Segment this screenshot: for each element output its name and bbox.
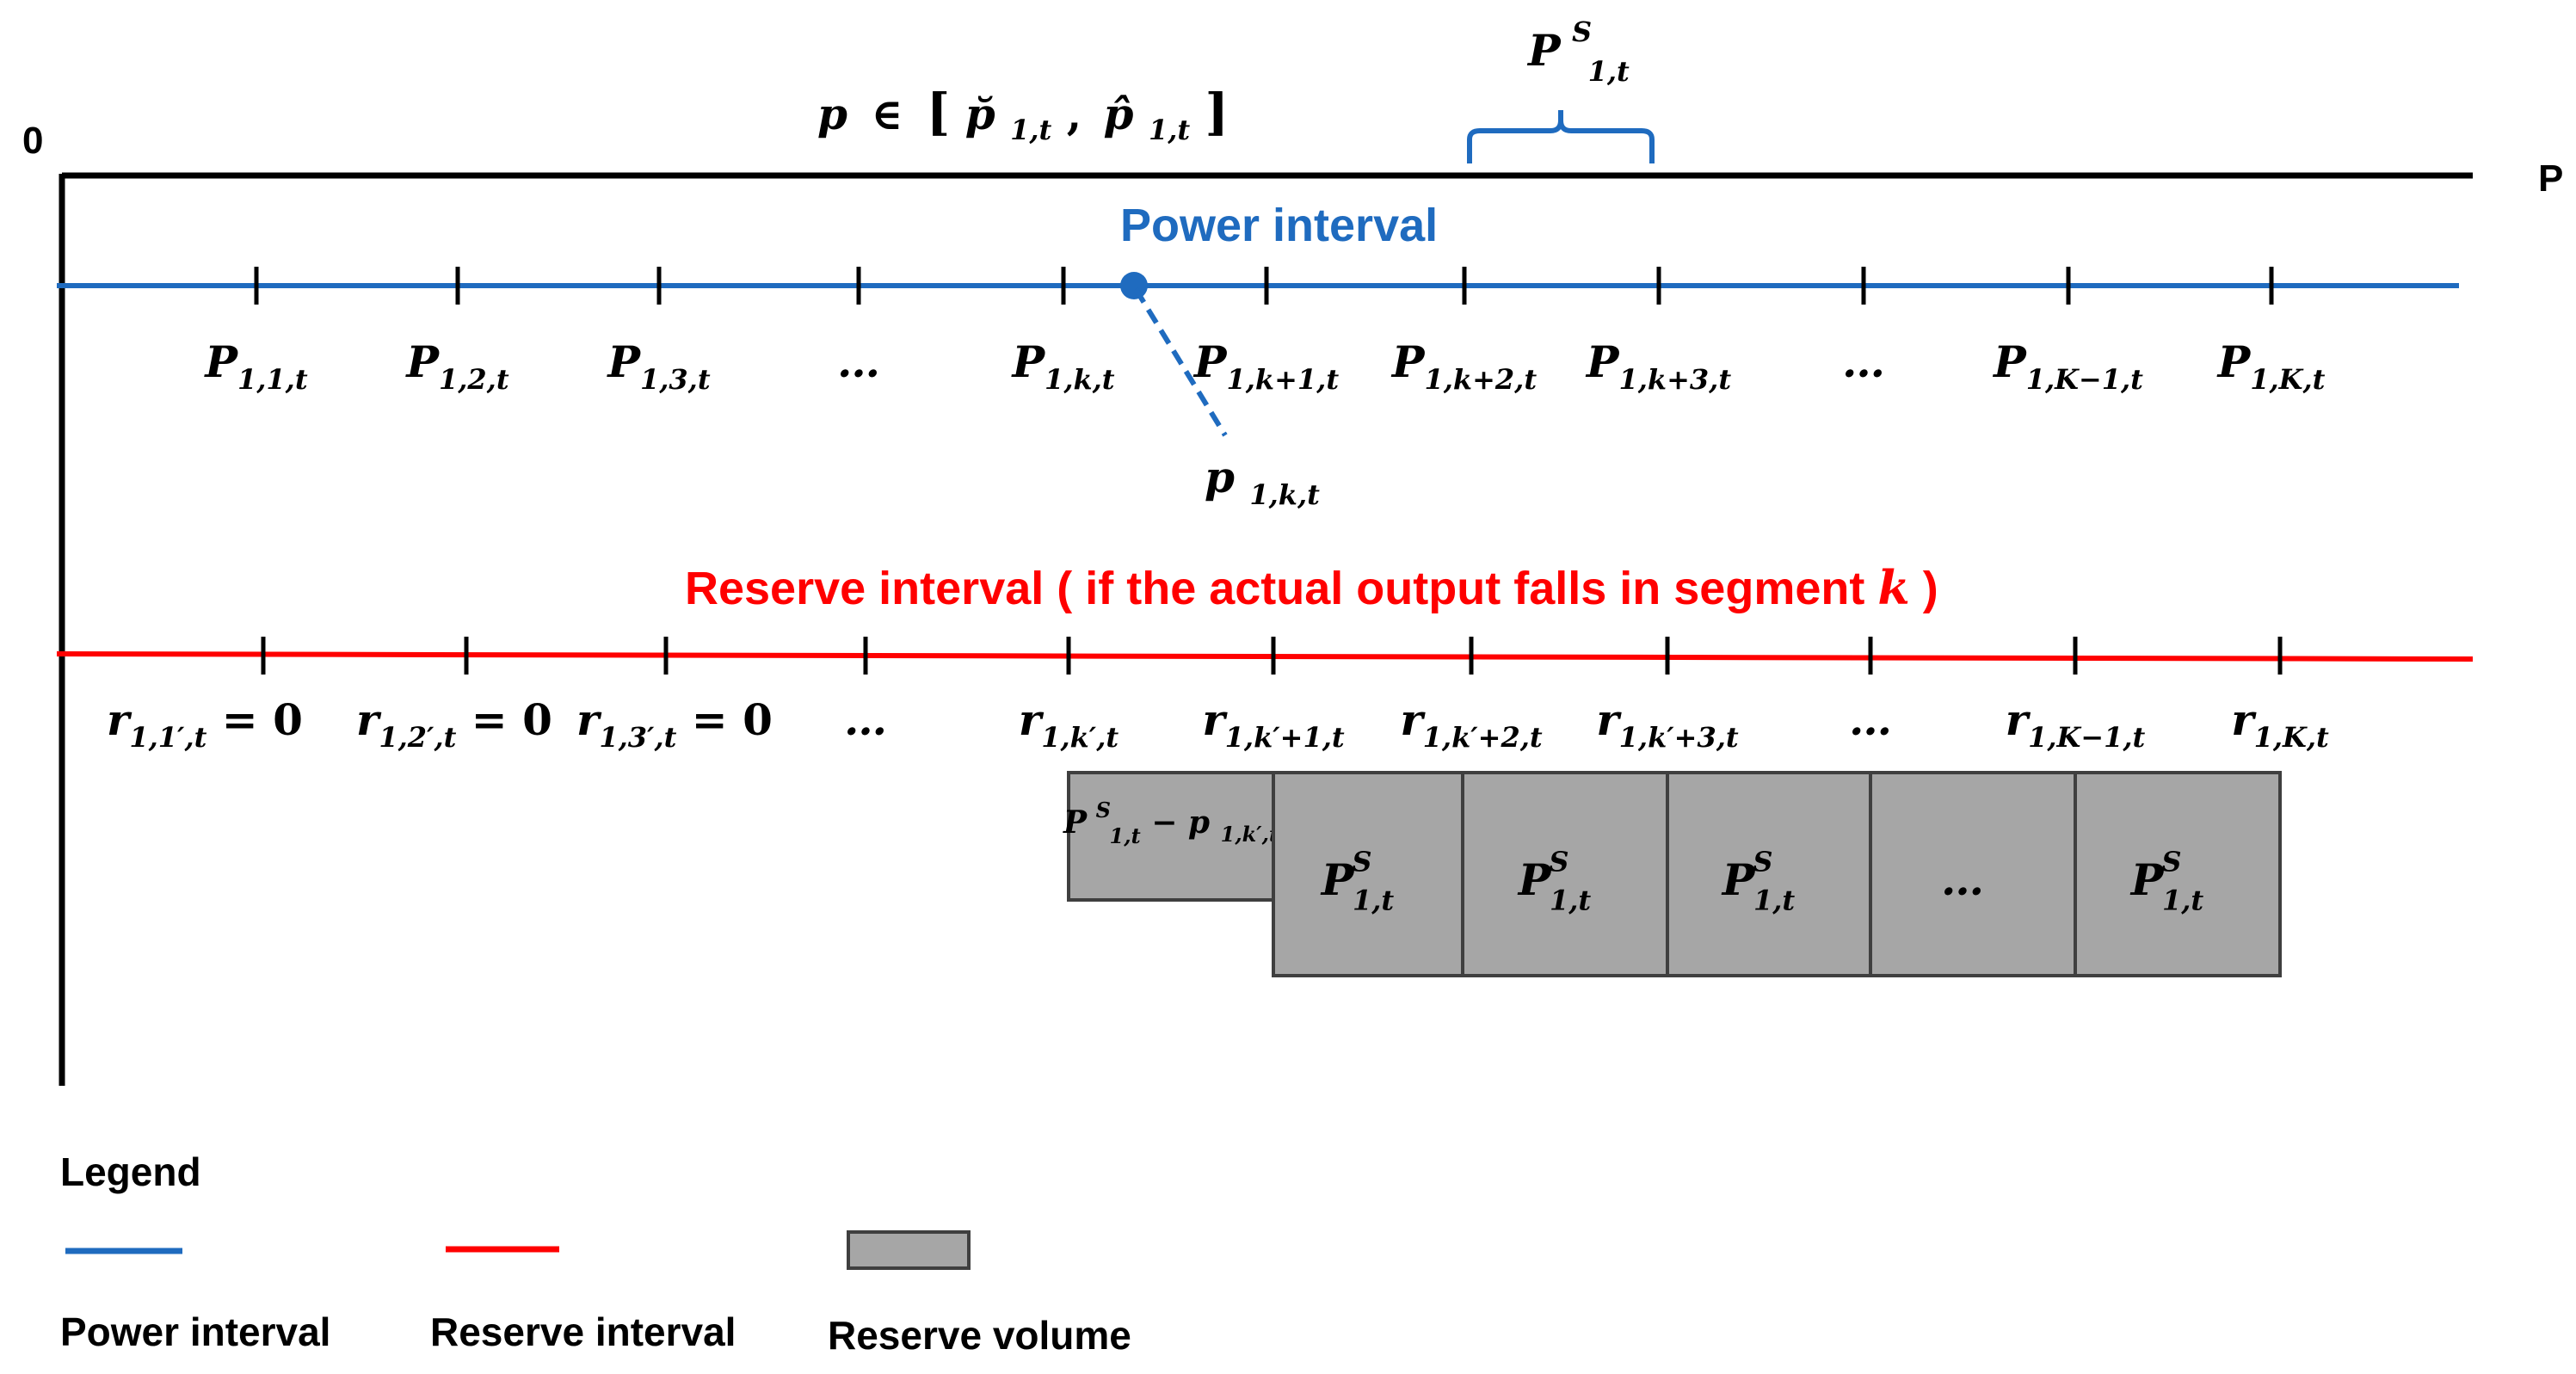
reserve-tick-label: r1,k′+2,t <box>1400 694 1543 754</box>
reserve-interval-line <box>56 651 2474 662</box>
power-tick-label: … <box>837 336 880 387</box>
power-tick-labels: P1,1,t P1,2,t P1,3,t … P1,k,t P1,k+1,t P1,k+2,… <box>203 336 2325 396</box>
reserve-block-cell <box>1869 771 2077 977</box>
reserve-tick-label: r1,k′,t <box>1019 694 1119 754</box>
power-tick-label: P1,k+3,t <box>1585 336 1731 396</box>
reserve-ticks <box>261 637 2283 675</box>
power-range-label: p ∈ [ p̆ 1,t , p̂ 1,t ] <box>817 83 1229 150</box>
reserve-block-cell <box>2074 771 2282 977</box>
reserve-tick-label: r1,1′,t = 0 <box>107 694 303 754</box>
reserve-block-cell <box>1272 771 1464 977</box>
reserve-tick-labels: r1,1′,t = 0 r1,2′,t = 0 r1,3′,t = 0 … r1,k′,… <box>107 694 2329 754</box>
actual-output-pointer <box>1133 287 1228 437</box>
legend-volume-swatch <box>847 1230 971 1270</box>
reserve-tick-label: r1,3′,t = 0 <box>576 694 773 754</box>
reserve-block-partial-label: P S 1,t − p 1,k′,t <box>1063 789 1279 851</box>
power-tick-label: P1,1,t <box>203 336 307 396</box>
power-tick-label: P1,k,t <box>1010 336 1114 396</box>
actual-output-label: p 1,k,t <box>1205 452 1320 511</box>
power-ticks <box>254 267 2274 305</box>
reserve-tick-label: … <box>844 694 887 745</box>
reserve-tick-label: r1,K−1,t <box>2006 694 2146 754</box>
power-tick-label: P1,3,t <box>606 336 710 396</box>
reserve-tick-label: r1,k′+1,t <box>1202 694 1345 754</box>
reserve-tick-label: r1,2′,t = 0 <box>356 694 552 754</box>
p-axis-label: P <box>2538 157 2563 200</box>
power-tick-label: P1,2,t <box>404 336 508 396</box>
reserve-block-cell-label: … <box>1941 854 1984 905</box>
reserve-tick-label: r1,K,t <box>2231 694 2329 754</box>
actual-output-point <box>1120 272 1148 299</box>
power-tick-label: P1,K−1,t <box>1992 336 2143 396</box>
reserve-block-partial <box>1067 771 1275 902</box>
legend-volume-label: Reserve volume <box>828 1313 1131 1358</box>
reserve-tick-label: r1,k′+3,t <box>1596 694 1739 754</box>
legend-power-label: Power interval <box>60 1309 330 1354</box>
reserve-block-cell <box>1666 771 1872 977</box>
power-step-label: P S 1,t <box>1526 1 1630 88</box>
power-interval-title: Power interval <box>1120 200 1438 251</box>
reserve-block-cell <box>1461 771 1669 977</box>
power-tick-label: P1,k+2,t <box>1390 336 1537 396</box>
legend-reserve-label: Reserve interval <box>430 1309 736 1354</box>
power-step-brace <box>1467 110 1655 163</box>
reserve-tick-label: … <box>1849 694 1892 745</box>
power-tick-label: P1,k+1,t <box>1192 336 1339 396</box>
reserve-interval-title: Reserve interval ( if the actual output … <box>685 560 1938 615</box>
power-tick-label: P1,K,t <box>2216 336 2326 396</box>
power-tick-label: … <box>1842 336 1885 387</box>
legend-title: Legend <box>60 1149 201 1194</box>
origin-label: 0 <box>22 120 43 162</box>
